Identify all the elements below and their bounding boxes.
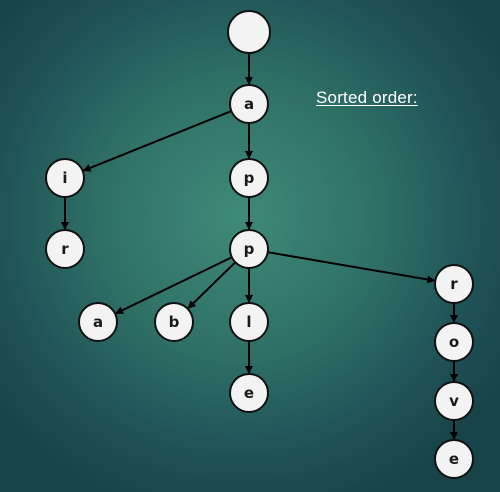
trie-node-a: a	[229, 84, 269, 124]
trie-node-r1: r	[45, 229, 85, 269]
node-label: i	[62, 169, 67, 187]
trie-node-o: o	[434, 322, 474, 362]
node-circle	[229, 302, 269, 342]
node-circle	[229, 373, 269, 413]
trie-node-root	[227, 10, 271, 54]
nodes-layer: a i r p p a b l e r o v e	[45, 10, 474, 479]
edge-p2-r2	[267, 251, 436, 284]
node-label: p	[244, 240, 255, 258]
trie-node-l: l	[229, 302, 269, 342]
node-circle	[229, 158, 269, 198]
node-circle	[434, 381, 474, 421]
trie-node-p2: p	[229, 229, 269, 269]
node-label: b	[169, 313, 180, 331]
trie-node-e1: e	[229, 373, 269, 413]
trie-node-p1: p	[229, 158, 269, 198]
node-circle	[434, 322, 474, 362]
node-circle	[229, 84, 269, 124]
trie-node-e2: e	[434, 439, 474, 479]
node-circle	[154, 302, 194, 342]
edge-p2-b	[187, 261, 237, 309]
trie-node-a2: a	[78, 302, 118, 342]
node-label: r	[450, 275, 458, 293]
edge-a-i	[82, 110, 232, 172]
edge-p2-a2	[115, 256, 233, 315]
node-circle	[434, 439, 474, 479]
trie-node-b: b	[154, 302, 194, 342]
node-label: e	[244, 384, 254, 402]
node-circle	[45, 229, 85, 269]
node-label: p	[244, 169, 255, 187]
node-label: a	[93, 313, 103, 331]
node-label: o	[449, 333, 459, 351]
sorted-order-label: Sorted order:	[316, 88, 418, 107]
trie-node-i: i	[45, 158, 85, 198]
node-label: a	[244, 95, 254, 113]
node-label: r	[61, 240, 69, 258]
trie-node-r2: r	[434, 264, 474, 304]
node-label: l	[246, 313, 251, 331]
node-circle	[434, 264, 474, 304]
edges-layer	[61, 53, 458, 440]
node-circle	[78, 302, 118, 342]
node-label: v	[449, 392, 459, 410]
node-circle	[229, 229, 269, 269]
trie-node-v: v	[434, 381, 474, 421]
node-circle	[227, 10, 271, 54]
node-circle	[45, 158, 85, 198]
node-label: e	[449, 450, 459, 468]
